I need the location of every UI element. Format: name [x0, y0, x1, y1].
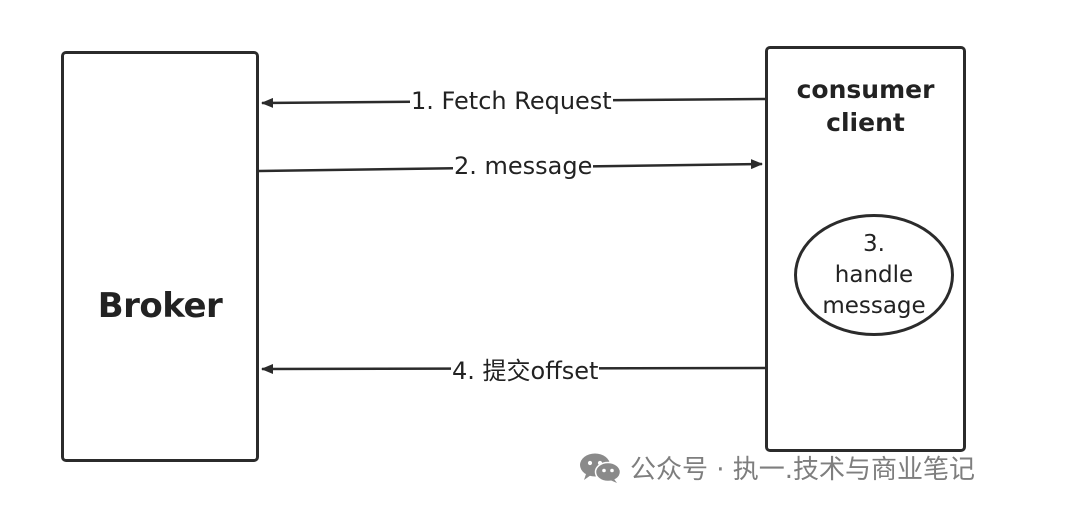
broker-node: Broker: [61, 51, 259, 462]
watermark-text: 公众号 · 执一.技术与商业笔记: [630, 455, 976, 485]
broker-label: Broker: [97, 286, 223, 326]
handle-message-label: 3. handle message: [822, 230, 926, 319]
consumer-client-label: consumer client: [768, 73, 963, 139]
consumer-client-text: consumer client: [796, 75, 935, 137]
edge-fetch-request-label: 1. Fetch Request: [410, 86, 613, 116]
wechat-icon: [580, 453, 622, 483]
handle-message-node: 3. handle message: [794, 214, 954, 336]
edge-message-label: 2. message: [453, 151, 594, 181]
watermark: 公众号 · 执一.技术与商业笔记: [578, 449, 975, 486]
edge-commit-offset-label: 4. 提交offset: [451, 356, 600, 386]
